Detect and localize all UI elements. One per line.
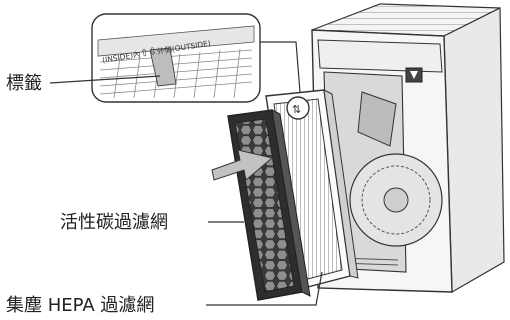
logo-icon [410, 71, 418, 79]
hepa-filter-label-group: 集塵 HEPA 過濾網 [6, 271, 323, 316]
arrow-down-icon: ⇩ [148, 46, 158, 58]
arrow-up-icon: ⇧ [140, 47, 150, 59]
fan-icon [349, 153, 443, 247]
tag-location-marker [286, 96, 310, 120]
carbon-filter-label: 活性碳過濾網 [60, 212, 168, 233]
hepa-filter-label: 集塵 HEPA 過濾網 [6, 295, 154, 316]
carbon-filter-label-group: 活性碳過濾網 [60, 212, 244, 233]
tag-label-group: 標籤 [6, 73, 161, 94]
tag-label: 標籤 [6, 73, 42, 94]
tag-magnified-view: (INSIDE)內⇧⇩外側(OUTSIDE) ⇅ [91, 13, 310, 120]
arrow-right-icon [211, 149, 274, 181]
svg-text:⇅: ⇅ [292, 103, 301, 116]
